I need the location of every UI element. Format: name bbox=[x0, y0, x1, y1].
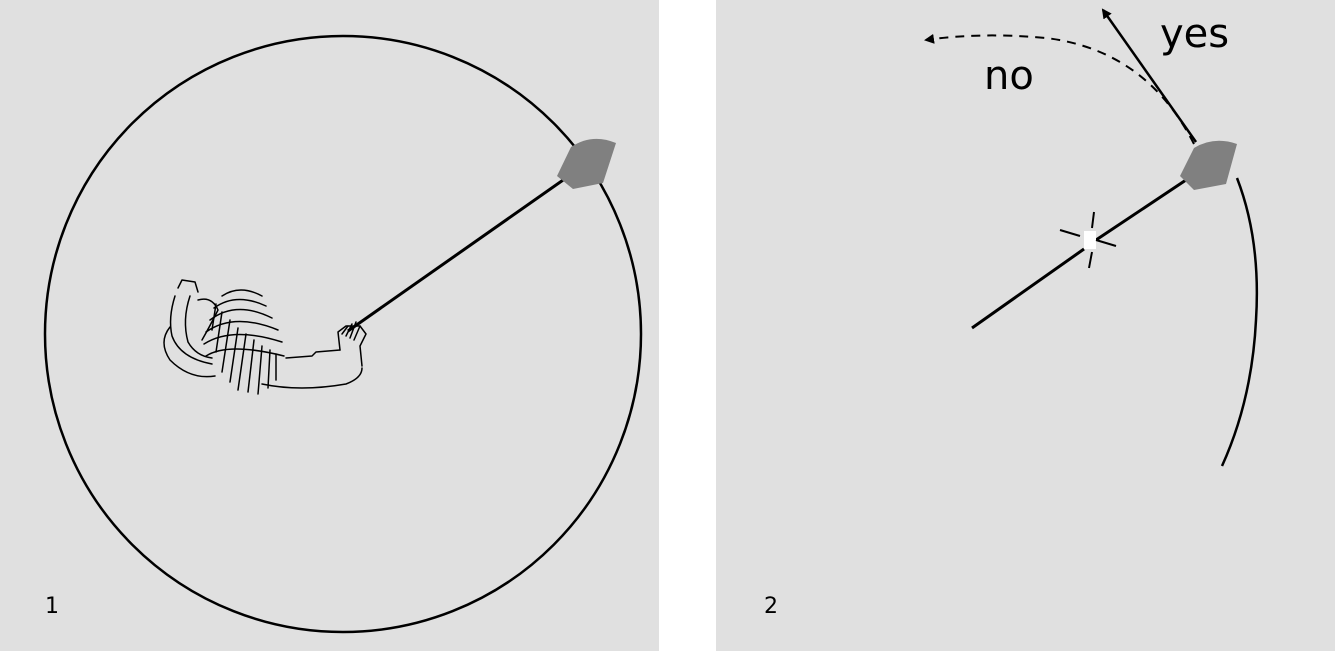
string bbox=[347, 176, 567, 333]
circular-path-arc bbox=[1220, 177, 1259, 467]
panel-2-drawing bbox=[924, 8, 1259, 467]
ball-icon bbox=[1180, 140, 1237, 190]
person-top-view-icon bbox=[163, 279, 367, 395]
string-inner-part bbox=[971, 247, 1085, 330]
yes-arrow bbox=[1101, 8, 1198, 143]
ball-icon bbox=[557, 138, 616, 189]
circular-path bbox=[43, 34, 643, 634]
panel-number: 1 bbox=[45, 594, 59, 619]
no-label: no bbox=[984, 53, 1034, 99]
string-outer-part bbox=[1095, 178, 1187, 242]
panel-1-drawing bbox=[43, 34, 643, 634]
yes-label: yes bbox=[1160, 11, 1230, 57]
string-break-icon bbox=[1059, 211, 1117, 269]
no-arrow bbox=[924, 33, 1195, 145]
panel-number: 2 bbox=[764, 594, 778, 619]
panel-1: 1 bbox=[0, 0, 659, 651]
panel-2: yes no 2 bbox=[716, 0, 1335, 651]
